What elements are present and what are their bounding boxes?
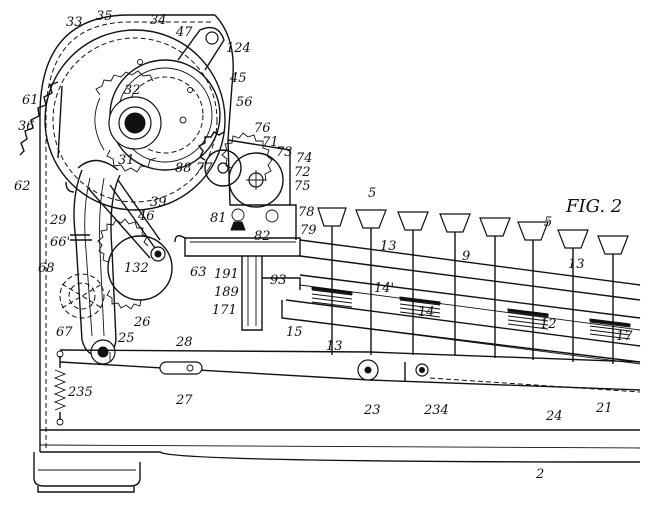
- ref-label: 62: [14, 179, 31, 194]
- ref-label: 14: [418, 305, 435, 320]
- ref-label: 35: [96, 9, 113, 24]
- ref-label: 26: [133, 315, 151, 330]
- ref-label: 2: [535, 467, 544, 482]
- ref-label: 234: [423, 403, 449, 418]
- ref-label: 61: [22, 93, 39, 108]
- ref-label: 5: [544, 215, 552, 230]
- main-gear-assembly: [19, 26, 226, 211]
- intermediate-gears: [197, 131, 291, 231]
- ref-label: 66': [50, 235, 70, 250]
- ref-label: 31: [118, 153, 135, 168]
- machine-frame: [33, 14, 641, 493]
- ref-label: 73: [276, 145, 293, 160]
- ref-label: 235: [67, 385, 93, 400]
- ref-label: 34: [150, 13, 167, 28]
- ref-label: 45: [229, 71, 247, 86]
- ref-label: 71: [262, 135, 279, 150]
- ref-label: 33: [66, 15, 83, 30]
- gear-68: [59, 273, 105, 319]
- ref-label: 72: [294, 165, 311, 180]
- ref-label: 32: [124, 83, 141, 98]
- ref-label: 189: [214, 285, 239, 300]
- ref-label: 82: [254, 229, 271, 244]
- key-row: [281, 207, 641, 365]
- ref-label: 29: [49, 213, 67, 228]
- ref-label: 17: [616, 329, 633, 344]
- ref-label: 81: [210, 211, 227, 226]
- ref-label: 36: [18, 119, 35, 134]
- ref-label: 13: [380, 239, 397, 254]
- ref-label: 77: [196, 161, 213, 176]
- ref-label: 15: [286, 325, 303, 340]
- figure-title: FIG. 2: [565, 196, 622, 217]
- ref-label: 27: [175, 393, 193, 408]
- ref-label: 21: [595, 401, 613, 416]
- ref-label: 56: [236, 95, 253, 110]
- ref-label: 39: [150, 195, 167, 210]
- ref-label: 68: [38, 261, 55, 276]
- ref-label: 47: [175, 25, 193, 40]
- ref-label: 12: [540, 317, 557, 332]
- ref-label: 28: [175, 335, 193, 350]
- ref-label: 63: [190, 265, 207, 280]
- ref-label: 74: [296, 151, 313, 166]
- ref-label: 5: [368, 186, 376, 201]
- ref-label: 88: [175, 161, 192, 176]
- ref-label: 191: [214, 267, 239, 282]
- ref-label: 124: [226, 41, 251, 56]
- ref-label: 78: [298, 205, 315, 220]
- ref-label: 67: [56, 325, 73, 340]
- ref-label: 75: [294, 179, 311, 194]
- ref-label: 23: [363, 403, 381, 418]
- ref-label: 24: [545, 409, 563, 424]
- ref-label: 46: [137, 209, 155, 224]
- ref-label: 132: [124, 261, 149, 276]
- reference-labels: 33 35 34 47 124 32 45 56 61 36 31 88 77 …: [14, 9, 633, 482]
- lower-linkage: [53, 349, 641, 426]
- ref-label: 13: [568, 257, 585, 272]
- ref-label: 13: [326, 339, 343, 354]
- ref-label: 25: [117, 331, 135, 346]
- ref-label: 14': [374, 281, 394, 296]
- ref-label: 171: [212, 303, 237, 318]
- ref-label: 9: [462, 249, 470, 264]
- ref-label: 79: [300, 223, 317, 238]
- ref-label: 76: [254, 121, 271, 136]
- ref-label: 93: [270, 273, 287, 288]
- main-lever: [65, 159, 173, 365]
